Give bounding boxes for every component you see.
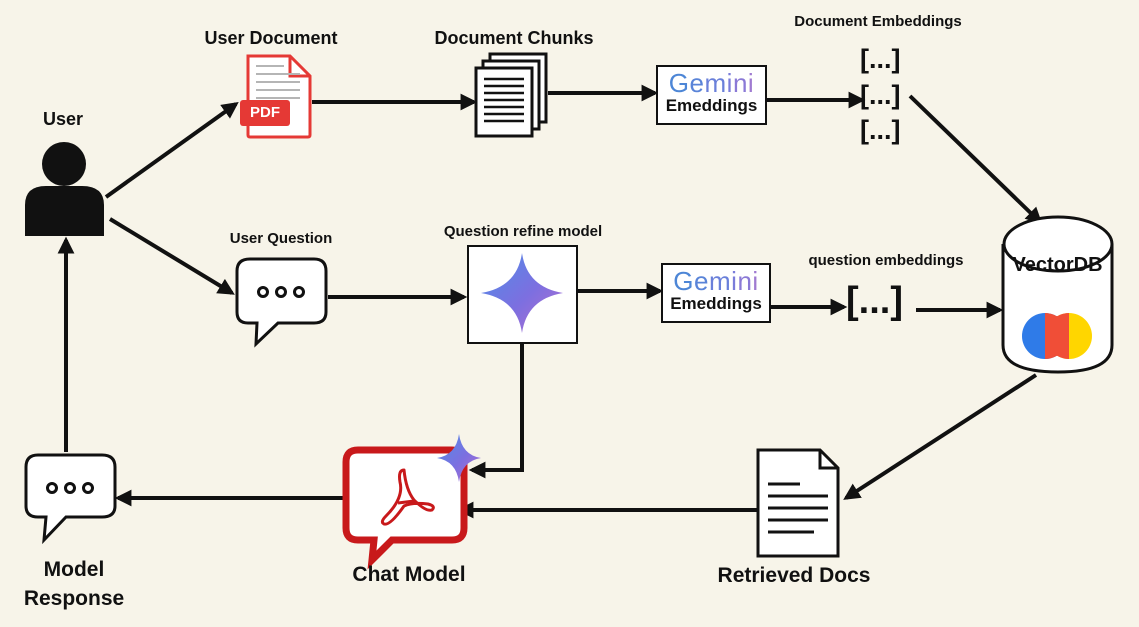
document-chunks-icon (474, 52, 548, 138)
question-embeddings-label: question embeddings (808, 252, 964, 269)
vectordb-label: VectorDB (1012, 254, 1103, 276)
embeddings-caption-2: Emeddings (670, 294, 762, 313)
vectordb-logo-icon (1022, 313, 1092, 359)
doc-vector-2: [...] (860, 80, 901, 110)
flow-arrows (57, 84, 1043, 519)
document-chunks-label: Document Chunks (434, 28, 594, 48)
arrow-vectordb-to-retrieved (843, 373, 1038, 500)
refine-model-box (467, 245, 578, 344)
user-icon (25, 142, 104, 236)
doc-vector-1: [...] (860, 44, 901, 74)
document-gemini-embeddings-box: Gemini Emeddings (656, 65, 767, 125)
model-response-line-2: Response (23, 587, 125, 610)
pdf-badge-label: PDF (250, 104, 280, 121)
arrow-user-to-question (108, 217, 235, 295)
chat-model-icon (342, 434, 481, 570)
retrieved-docs-label: Retrieved Docs (717, 564, 871, 587)
question-bubble-icon (235, 257, 328, 348)
question-gemini-embeddings-box: Gemini Emeddings (661, 263, 771, 323)
gemini-sparkle-icon (481, 253, 563, 333)
arrow-refine-to-chat-model (468, 343, 524, 479)
chat-model-sparkle-icon (437, 434, 481, 482)
arrow-user-to-document (104, 102, 239, 199)
model-response-label: Model Response (4, 555, 144, 613)
doc-vector-3: [...] (860, 115, 901, 145)
chat-model-label: Chat Model (352, 563, 466, 586)
response-bubble-icon (24, 453, 117, 545)
question-refine-model-label: Question refine model (443, 223, 603, 240)
acrobat-logo-icon (380, 468, 435, 526)
user-question-label: User Question (229, 230, 333, 247)
document-embeddings-label: Document Embeddings (794, 13, 962, 30)
gemini-wordmark: Gemini (668, 68, 755, 98)
embeddings-caption: Emeddings (665, 96, 758, 115)
gemini-wordmark-2: Gemini (673, 266, 759, 296)
question-vector: [...] (846, 280, 903, 322)
model-response-line-1: Model (43, 558, 105, 581)
user-document-label: User Document (204, 28, 338, 48)
vectordb-cylinder-icon (1001, 215, 1114, 374)
user-label: User (42, 109, 84, 129)
pdf-document-icon (240, 54, 312, 139)
retrieved-docs-icon (756, 448, 840, 558)
arrow-vectors-to-vectordb (908, 94, 1043, 225)
